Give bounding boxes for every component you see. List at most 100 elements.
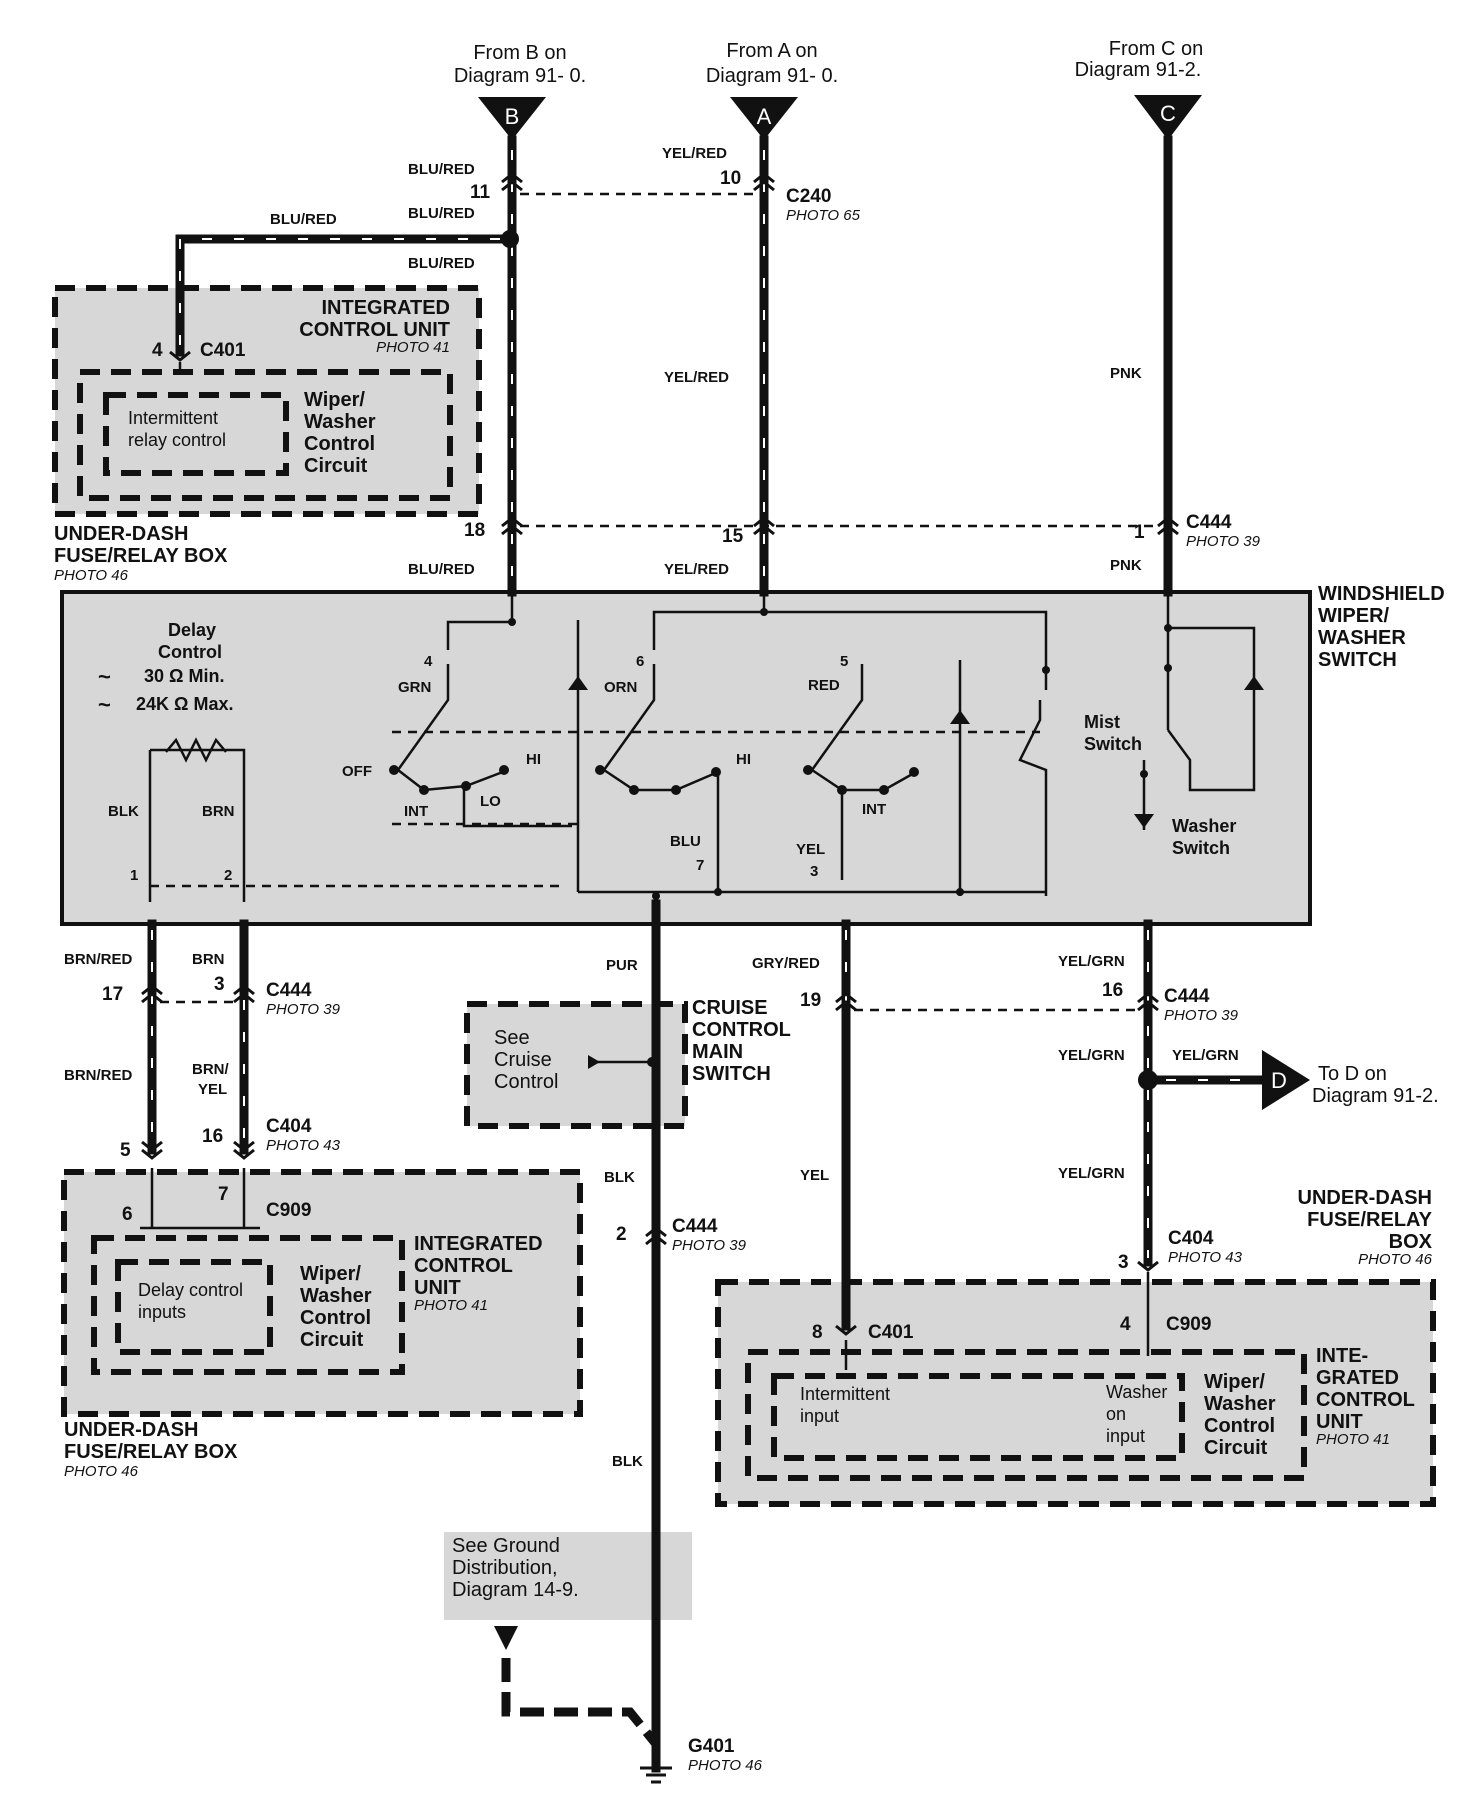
pin-3b: 3 xyxy=(1118,1252,1129,1273)
delay-min: 30 Ω Min. xyxy=(144,666,224,686)
icu-left-outline xyxy=(61,1169,583,1417)
icu-right-title-2: GRATED xyxy=(1316,1367,1399,1389)
conn-c404-right: C404 xyxy=(1168,1228,1214,1249)
delay-title-1: Delay xyxy=(168,620,216,640)
diode-2 xyxy=(950,710,970,724)
icu-top-inner-outline xyxy=(103,392,289,476)
splice-yel-grn xyxy=(1138,1070,1158,1090)
icu-top-box-2: FUSE/RELAY BOX xyxy=(54,545,228,567)
cruise-see-2: Cruise xyxy=(494,1049,552,1071)
ref-b-line1: From B on xyxy=(473,42,566,64)
wire-label-pnk-2: PNK xyxy=(1110,557,1142,574)
ref-d-letter: D xyxy=(1271,1068,1287,1093)
icu-left-box-2: FUSE/RELAY BOX xyxy=(64,1441,238,1463)
icu-left-inner-outline xyxy=(115,1259,273,1355)
tilde-2: ~ xyxy=(98,692,111,717)
pin-17: 17 xyxy=(102,984,123,1005)
wire-label-yel-grn-4: YEL/GRN xyxy=(1058,1165,1125,1182)
diode-1 xyxy=(568,676,588,690)
ref-d-line1: To D on xyxy=(1318,1063,1387,1085)
photo-c444-low: PHOTO 39 xyxy=(672,1237,747,1254)
conn-c909-right: C909 xyxy=(1166,1314,1211,1335)
icu-top-outline xyxy=(52,285,482,517)
tilde-1: ~ xyxy=(98,664,111,689)
diode-washer xyxy=(1134,814,1154,828)
icu-left-title-2: CONTROL xyxy=(414,1255,513,1277)
wire-label-brn-yel-1: BRN/ xyxy=(192,1061,229,1078)
delay-title-2: Control xyxy=(158,642,222,662)
wire-label-blu-red-5: BLU/RED xyxy=(408,561,475,578)
wire-label-blk-2: BLK xyxy=(612,1453,643,1470)
ref-b-line2: Diagram 91- 0. xyxy=(454,65,586,87)
photo-c444-top: PHOTO 39 xyxy=(1186,533,1261,550)
switch-pin-3: 3 xyxy=(810,863,818,880)
switch-pin-7: 7 xyxy=(696,857,704,874)
wire-label-brn-red-2: BRN/RED xyxy=(64,1067,133,1084)
conn-c444-midright: C444 xyxy=(1164,986,1210,1007)
wire-label-brn-1: BRN xyxy=(192,951,225,968)
cruise-see-3: Control xyxy=(494,1071,558,1093)
switch-nodes xyxy=(389,608,1172,900)
icu-left-photo: PHOTO 41 xyxy=(414,1297,488,1314)
switch-pin-6: 6 xyxy=(636,653,644,670)
switch-outline xyxy=(60,590,1312,926)
wire-label-orn: ORN xyxy=(604,679,637,696)
icu-right-circuit-1: Wiper/ xyxy=(1204,1371,1265,1393)
pos-off: OFF xyxy=(342,763,372,780)
ref-a-line2: Diagram 91- 0. xyxy=(706,65,838,87)
pos-hi-1: HI xyxy=(526,751,541,768)
ref-a-letter: A xyxy=(757,104,772,129)
photo-g401: PHOTO 46 xyxy=(688,1757,763,1774)
switch-title-2: WIPER/ xyxy=(1318,605,1390,627)
ground-ref-triangle xyxy=(494,1626,518,1650)
pin-4-c401: 4 xyxy=(152,340,163,361)
pin-8: 8 xyxy=(812,1322,823,1343)
wire-label-grn: GRN xyxy=(398,679,431,696)
wire-label-brn-sw: BRN xyxy=(202,803,235,820)
wire-blu-red-branch-stripe xyxy=(179,238,500,350)
wire-label-yel-grn-3: YEL/GRN xyxy=(1172,1047,1239,1064)
photo-c240: PHOTO 65 xyxy=(786,207,861,224)
icu-right-inner-outline xyxy=(771,1373,1185,1461)
pin-19: 19 xyxy=(800,990,821,1011)
ground-note-shade xyxy=(444,1532,692,1620)
icu-left-title-1: INTEGRATED xyxy=(414,1233,543,1255)
icu-right-circuit-2: Washer xyxy=(1204,1393,1276,1415)
wire-label-yel-grn-1: YEL/GRN xyxy=(1058,953,1125,970)
pin-6: 6 xyxy=(122,1204,133,1225)
pin-7: 7 xyxy=(218,1184,229,1205)
cruise-title-3: MAIN xyxy=(692,1041,743,1063)
wire-label-gry-red: GRY/RED xyxy=(752,955,820,972)
wire-label-brn-yel-2: YEL xyxy=(198,1081,227,1098)
wire-label-blu-red-4: BLU/RED xyxy=(408,255,475,272)
icu-left-inner-1: Delay control xyxy=(138,1280,243,1300)
cruise-splice xyxy=(647,1057,657,1067)
icu-right-input1-1: Intermittent xyxy=(800,1384,890,1404)
wire-label-blk-1: BLK xyxy=(604,1169,635,1186)
ref-d-line2: Diagram 91-2. xyxy=(1312,1085,1439,1107)
icu-right-title-1: INTE- xyxy=(1316,1345,1368,1367)
wire-label-red: RED xyxy=(808,677,840,694)
pin-16b: 16 xyxy=(202,1126,223,1147)
icu-left-internal xyxy=(150,1168,246,1228)
icu-top-box-1: UNDER-DASH xyxy=(54,523,188,545)
photo-c404-right: PHOTO 43 xyxy=(1168,1249,1243,1266)
pin-2: 2 xyxy=(616,1224,627,1245)
pin-3: 3 xyxy=(214,974,225,995)
icu-right-title-3: CONTROL xyxy=(1316,1389,1415,1411)
conn-c444-low: C444 xyxy=(672,1216,718,1237)
ground-symbol xyxy=(640,1766,672,1784)
icu-top-inner-2: relay control xyxy=(128,430,226,450)
ref-a-triangle xyxy=(730,97,798,140)
icu-right-title-4: UNIT xyxy=(1316,1411,1363,1433)
wire-label-pnk-1: PNK xyxy=(1110,365,1142,382)
ground-note-1: See Ground xyxy=(452,1535,560,1557)
icu-left-title-3: UNIT xyxy=(414,1277,461,1299)
wire-label-yel-sw: YEL xyxy=(796,841,825,858)
mist-switch-1: Mist xyxy=(1084,712,1120,732)
icu-top-photo: PHOTO 41 xyxy=(376,339,450,356)
icu-right-internal xyxy=(844,1272,1150,1370)
icu-right-box-2: FUSE/RELAY xyxy=(1307,1209,1433,1231)
photo-c404-left: PHOTO 43 xyxy=(266,1137,341,1154)
ref-b-letter: B xyxy=(505,104,520,129)
